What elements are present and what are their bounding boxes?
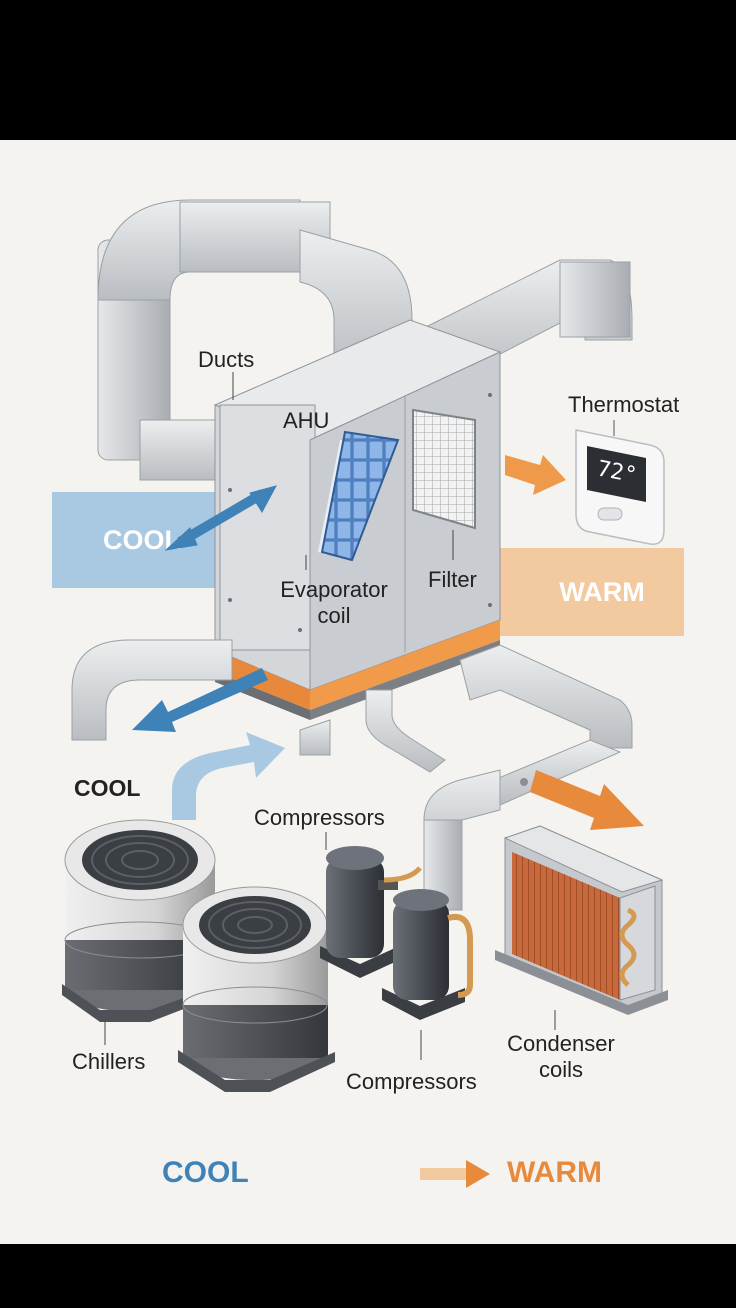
legend-arrow bbox=[420, 1160, 490, 1188]
lower-ducts bbox=[71, 639, 633, 911]
filter-graphic bbox=[412, 408, 476, 530]
cool-double-arrow bbox=[164, 485, 277, 551]
chiller-right bbox=[178, 886, 335, 1092]
condenser-coils-label: Condenser coils bbox=[507, 1031, 615, 1082]
chiller-left bbox=[62, 819, 220, 1022]
compressor-upper bbox=[320, 846, 422, 978]
cool-return-arrow bbox=[172, 732, 285, 820]
chillers-label: Chillers bbox=[72, 1049, 146, 1074]
cool-mid-label: COOL bbox=[74, 775, 141, 801]
condenser-unit bbox=[495, 825, 668, 1015]
cool-band: COOL bbox=[52, 492, 232, 588]
compressors-top-label: Compressors bbox=[254, 805, 385, 830]
warm-outflow-arrow bbox=[530, 770, 644, 830]
warm-band-label: WARM bbox=[559, 576, 645, 607]
thermostat-device bbox=[575, 420, 665, 545]
compressors-bottom-label: Compressors bbox=[346, 1069, 477, 1094]
evaporator-coil-graphic bbox=[318, 430, 400, 562]
ducts-label: Ducts bbox=[198, 347, 255, 372]
leader-lines bbox=[104, 372, 556, 1060]
ahu-label: AHU bbox=[283, 408, 330, 433]
warm-band: WARM bbox=[500, 548, 684, 636]
cool-outflow-arrow bbox=[132, 668, 268, 732]
filter-label: Filter bbox=[428, 567, 477, 592]
compressor-lower bbox=[382, 889, 473, 1020]
warm-arrow-to-thermostat bbox=[505, 455, 566, 495]
evaporator-coil-label: Evaporator coil bbox=[280, 577, 388, 628]
legend-warm: WARM bbox=[507, 1156, 602, 1189]
thermostat-label: Thermostat bbox=[568, 392, 680, 417]
legend-cool: COOL bbox=[162, 1156, 249, 1189]
